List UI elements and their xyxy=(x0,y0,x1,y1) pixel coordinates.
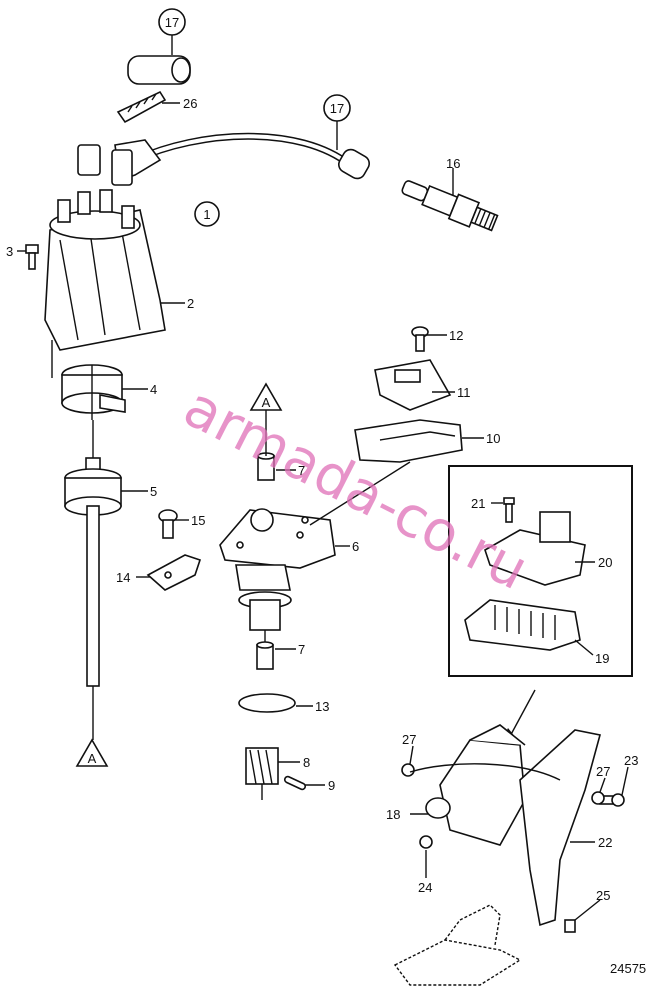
roll-pin xyxy=(283,775,307,791)
label-16: 16 xyxy=(446,156,460,171)
label-27-left: 27 xyxy=(402,732,416,747)
distributor-housing-plate xyxy=(219,508,336,650)
callout-17-top xyxy=(158,8,186,36)
mounting-bracket xyxy=(519,729,601,927)
label-13: 13 xyxy=(315,699,329,714)
detail-inset-frame xyxy=(448,465,633,677)
ignition-module xyxy=(374,359,452,411)
control-module xyxy=(484,511,586,586)
label-24: 24 xyxy=(418,880,432,895)
marker-a-top-label: A xyxy=(262,395,271,410)
label-9: 9 xyxy=(328,778,335,793)
bracket-screw-bottom xyxy=(564,919,576,933)
label-8: 8 xyxy=(303,755,310,770)
sleeve-lower xyxy=(256,641,274,670)
module-assembly xyxy=(425,724,526,846)
label-1: 1 xyxy=(203,207,210,222)
watermark: armada-co.ru xyxy=(174,375,538,603)
label-18: 18 xyxy=(386,807,400,822)
inset-screw xyxy=(503,497,515,523)
ignition-lead-long xyxy=(111,132,370,186)
distributor-cap xyxy=(44,189,166,378)
callout-1 xyxy=(194,201,220,227)
label-22: 22 xyxy=(598,835,612,850)
lead-clip xyxy=(116,90,167,124)
ignition-lead-short xyxy=(77,55,191,176)
engine-mount-base xyxy=(393,904,522,986)
label-3: 3 xyxy=(6,244,13,259)
distributor-shaft xyxy=(64,420,122,740)
label-7-lower: 7 xyxy=(298,642,305,657)
label-2: 2 xyxy=(187,296,194,311)
arrow-inset-to-assembly xyxy=(507,689,536,741)
drive-gear xyxy=(245,747,279,800)
module-screw xyxy=(411,326,429,352)
label-12: 12 xyxy=(449,328,463,343)
hold-down-clamp xyxy=(146,554,202,591)
figure-id: 24575 xyxy=(610,961,646,976)
leader-module-to-plate xyxy=(309,461,411,526)
label-6: 6 xyxy=(352,539,359,554)
callout-17-mid xyxy=(323,94,351,122)
label-21: 21 xyxy=(471,496,485,511)
label-17-top: 17 xyxy=(165,15,179,30)
label-15: 15 xyxy=(191,513,205,528)
label-20: 20 xyxy=(598,555,612,570)
label-4: 4 xyxy=(150,382,157,397)
heat-sink-module xyxy=(464,599,581,651)
ground-wire xyxy=(409,763,561,781)
label-25: 25 xyxy=(596,888,610,903)
label-14: 14 xyxy=(116,570,130,585)
rotor xyxy=(61,364,126,420)
spark-plug xyxy=(401,180,499,232)
label-27-right: 27 xyxy=(596,764,610,779)
label-11: 11 xyxy=(457,385,471,400)
marker-a-bottom-label: A xyxy=(88,751,97,766)
o-ring xyxy=(238,693,296,713)
label-17-mid: 17 xyxy=(330,101,344,116)
label-5: 5 xyxy=(150,484,157,499)
bracket-nut xyxy=(419,835,433,849)
clamp-screw xyxy=(158,509,178,539)
label-7-upper: 7 xyxy=(298,463,305,478)
label-10: 10 xyxy=(486,431,500,446)
cap-screw xyxy=(25,244,39,270)
module-bracket xyxy=(354,419,463,463)
marker-a-bottom xyxy=(75,738,109,767)
label-23: 23 xyxy=(624,753,638,768)
label-19: 19 xyxy=(595,651,609,666)
terminal-left xyxy=(401,763,415,777)
sleeve-upper xyxy=(257,452,275,481)
label-26: 26 xyxy=(183,96,197,111)
terminal-right xyxy=(591,791,605,805)
